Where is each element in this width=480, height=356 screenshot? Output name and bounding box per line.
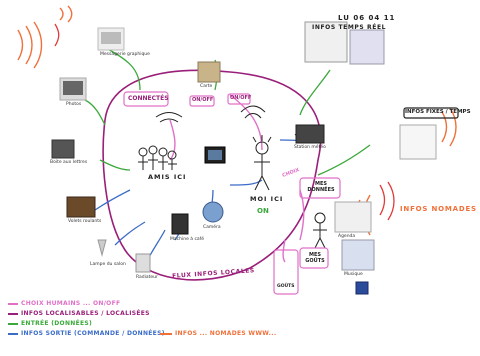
pink-link-data (299, 189, 305, 241)
nomades-title: INFOS NOMADES (400, 205, 477, 213)
friends-figures (138, 145, 177, 170)
legend-item-localisables: INFOS LOCALISABLES / LOCALISÉES (8, 310, 150, 317)
label-on: ON (257, 207, 269, 215)
legend-swatch (8, 322, 18, 325)
label-amis-ici: AMIS ICI (148, 173, 187, 181)
legend-swatch (8, 302, 18, 305)
green-arrows (84, 44, 371, 176)
caption-carte: Carte (200, 84, 213, 89)
red-waves (54, 23, 395, 221)
caption-cafe: Machine à café (170, 237, 205, 242)
label-connectes: CONNECTÉS (128, 95, 169, 102)
legend-text: ENTRÉE (DONNÉES) (21, 320, 93, 327)
legend-nomades: INFOS ... NOMADES WWW... (160, 330, 276, 337)
label-on-off-b: ON/OFF (230, 95, 252, 101)
caption-musique: Musique (344, 272, 363, 277)
label-moi-ici: MOI ICI (250, 195, 284, 203)
legend-swatch (8, 312, 18, 315)
caption-lampe: Lampe du salon (90, 262, 126, 267)
legend-text: CHOIX HUMAINS ... ON/OFF (21, 300, 121, 307)
pink-link-choix (282, 239, 286, 263)
legend-text: INFOS ... NOMADES WWW... (175, 330, 277, 337)
legend-item-sortie: INFOS SORTIE (COMMANDE / DONNÉES) (8, 330, 165, 337)
caption-photos: Photos (66, 102, 82, 107)
legend-swatch (160, 332, 172, 335)
signal-arcs (155, 105, 310, 136)
caption-boite: Boite aux lettres (50, 160, 88, 165)
caption-radiateur: Radiateur (136, 275, 158, 280)
fixed-title: INFOS FIXES / TEMPS (405, 109, 471, 115)
caption-agenda: Agenda (338, 234, 356, 239)
label-on-off-a: ON/OFF (192, 97, 214, 103)
tastes-figure (313, 212, 327, 249)
legend-text: INFOS SORTIE (COMMANDE / DONNÉES) (21, 330, 165, 337)
label-mes-donnees: MES DONNÉES (307, 181, 335, 193)
me-figure (252, 135, 272, 191)
legend-item-entree: ENTRÉE (DONNÉES) (8, 320, 92, 327)
caption-messagerie: Messagerie graphique (100, 52, 150, 57)
pink-link-friends (169, 119, 176, 161)
label-gouts: GOÛTS (277, 284, 295, 289)
label-mes-gouts: MES GOÛTS (305, 252, 325, 264)
device-icons (51, 21, 437, 295)
pink-link-onoff (229, 94, 263, 151)
caption-camera: Caméra (203, 225, 221, 230)
legend-item-choix: CHOIX HUMAINS ... ON/OFF (8, 300, 120, 307)
label-boxes (123, 91, 459, 295)
realtime-title: INFOS TEMPS RÉEL (312, 24, 387, 31)
legend-swatch (8, 332, 18, 335)
caption-volets: Volets roulants (68, 219, 102, 224)
realtime-date: LU 06 04 11 (338, 14, 396, 22)
legend-text: INFOS LOCALISABLES / LOCALISÉES (21, 310, 150, 317)
caption-meteo: Station météo (294, 145, 326, 150)
